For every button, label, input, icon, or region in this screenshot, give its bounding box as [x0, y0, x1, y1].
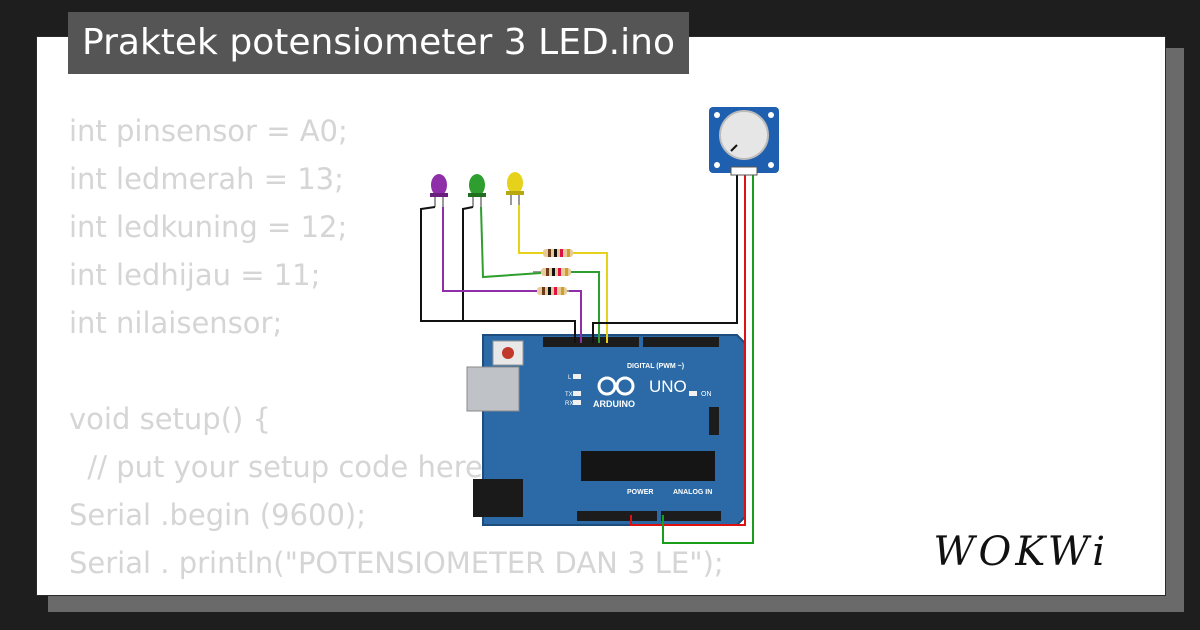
circuit-diagram: UNO ARDUINO DIGITAL (PWM ~) POWER ANALOG… — [420, 107, 779, 544]
code-line: Serial .begin (9600); — [69, 498, 367, 532]
led-purple — [430, 174, 448, 207]
led-yellow — [506, 172, 524, 205]
analog-label: ANALOG IN — [673, 489, 712, 496]
rx-label: RX — [565, 401, 573, 407]
on-label: ON — [701, 391, 712, 398]
atmega-chip — [581, 451, 715, 481]
usb-port — [466, 366, 520, 412]
digital-label: DIGITAL (PWM ~) — [627, 363, 684, 370]
reset-button — [502, 347, 514, 359]
knob-icon — [719, 110, 769, 160]
power-header — [577, 511, 657, 521]
code-preview: int pinsensor = A0; int ledmerah = 13; int… — [69, 107, 724, 595]
code-line: // put your setup code here — [69, 450, 483, 484]
code-line: void setup() { — [69, 402, 271, 436]
resistor-3 — [529, 287, 581, 295]
tx-label: TX — [565, 392, 573, 398]
code-line: Serial . println("POTENSIOMETER DAN 3 LE… — [69, 546, 724, 580]
infinity-icon — [597, 376, 617, 396]
potentiometer — [709, 107, 779, 176]
arduino-uno-board: UNO ARDUINO DIGITAL (PWM ~) POWER ANALOG… — [466, 334, 746, 526]
resistor-2 — [533, 268, 581, 276]
code-line: int ledkuning = 12; — [69, 210, 348, 244]
analog-header — [661, 511, 721, 521]
code-line: int pinsensor = A0; — [69, 114, 348, 148]
code-line: int ledhijau = 11; — [69, 258, 321, 292]
digital-header-right — [643, 337, 719, 347]
project-title: Praktek potensiometer 3 LED.ino — [68, 12, 689, 74]
wires — [420, 175, 754, 544]
code-line: int nilaisensor; — [69, 306, 283, 340]
board-model-label: UNO — [649, 377, 687, 396]
l-label: L — [568, 375, 572, 381]
code-line: int ledmerah = 13; — [69, 162, 344, 196]
power-label: POWER — [627, 489, 653, 496]
project-card: int pinsensor = A0; int ledmerah = 13; int… — [36, 36, 1166, 596]
board-brand-label: ARDUINO — [593, 399, 635, 409]
code-line: Serial . println("SELAMAT DATANG"); — [69, 587, 724, 595]
power-jack — [473, 479, 523, 517]
digital-header-left — [543, 337, 639, 347]
led-green — [468, 174, 486, 207]
wokwi-logo: WOKWi — [933, 529, 1109, 575]
